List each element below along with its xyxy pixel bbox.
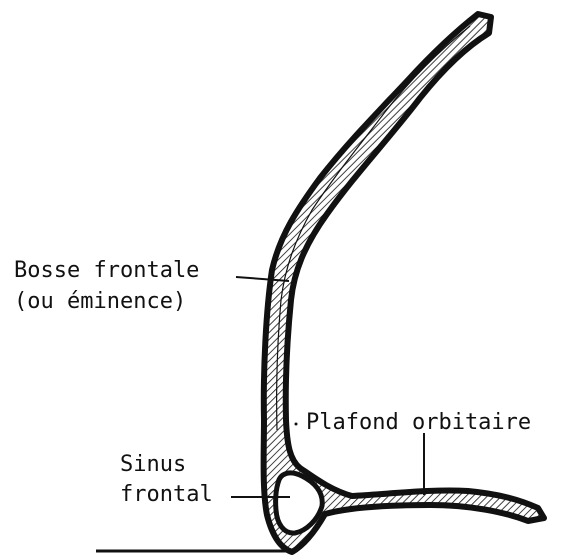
label-ou-eminence: (ou éminence)	[14, 288, 186, 316]
label-sinus: Sinus	[120, 451, 186, 479]
label-frontal: frontal	[120, 481, 213, 509]
label-bosse-frontale: Bosse frontale	[14, 257, 199, 285]
leader-dot-plafond	[295, 423, 298, 426]
bone-section-shell	[264, 14, 544, 552]
label-plafond-orbitaire: Plafond orbitaire	[306, 409, 531, 437]
